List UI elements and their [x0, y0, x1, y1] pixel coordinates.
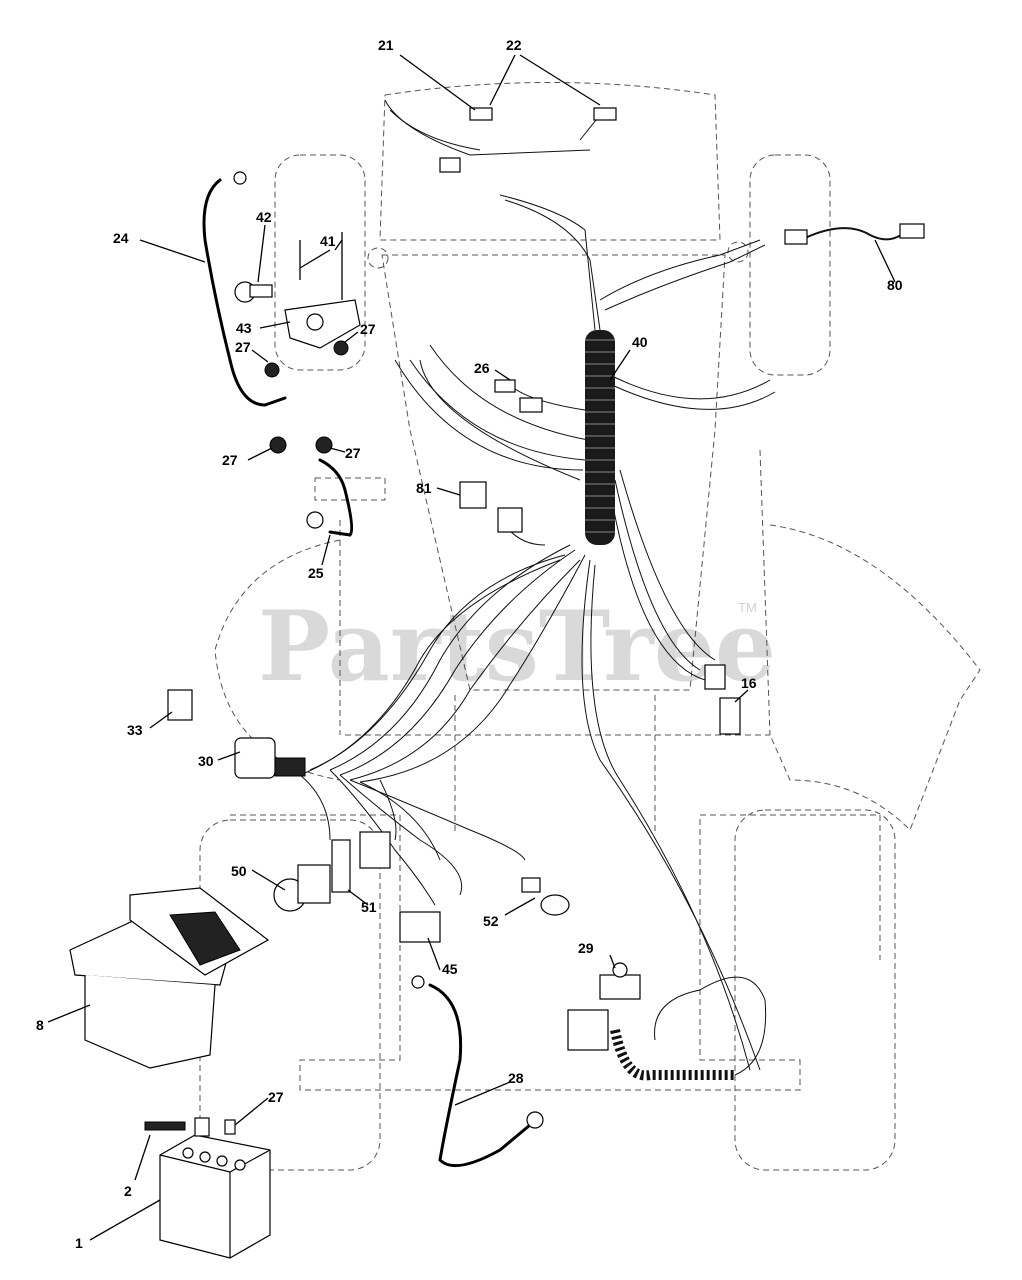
callout-80: 80: [887, 277, 903, 293]
callout-27a: 27: [360, 321, 376, 337]
callout-27c: 27: [222, 452, 238, 468]
coil-wire: [610, 976, 767, 1081]
callout-29: 29: [578, 940, 594, 956]
connector-block: [359, 831, 391, 869]
watermark-text: PartsTree: [258, 590, 776, 703]
nut-27-a: [264, 362, 280, 378]
callout-45: 45: [442, 961, 458, 977]
cable-25: [318, 458, 354, 537]
lamp-housing-51: [331, 839, 351, 893]
nut-27-c: [269, 436, 287, 454]
callout-51: 51: [361, 899, 377, 915]
nut-27-e: [224, 1119, 236, 1135]
leader-lines: [47, 54, 896, 1241]
battery-1: [159, 1134, 271, 1259]
solenoid-43: [284, 299, 361, 349]
relay-81: [459, 481, 523, 533]
callout-40: 40: [632, 334, 648, 350]
ignition-switch-30: [234, 737, 306, 779]
cable-80: [804, 227, 906, 241]
switch-33: [167, 689, 193, 721]
callout-27b: 27: [235, 339, 251, 355]
callout-30: 30: [198, 753, 214, 769]
wire-loom-coil: [585, 330, 615, 545]
callout-41: 41: [320, 233, 336, 249]
nut-27-d: [315, 436, 333, 454]
nut-27-b: [333, 340, 349, 356]
callout-42: 42: [256, 209, 272, 225]
lamp-50: [273, 864, 331, 912]
connector-80: [784, 223, 925, 245]
callout-26: 26: [474, 360, 490, 376]
connector-26: [494, 379, 543, 413]
battery-box-8: [69, 887, 270, 1069]
screw-41: [299, 232, 343, 300]
washer-42: [234, 281, 273, 303]
tractor-outline: [199, 82, 981, 1171]
bulb-52: [521, 877, 570, 916]
callout-43: 43: [236, 320, 252, 336]
watermark-trademark: TM: [738, 600, 757, 615]
callout-1: 1: [75, 1235, 83, 1251]
terminal-25: [306, 511, 324, 529]
callout-27d: 27: [345, 445, 361, 461]
switch-29: [567, 962, 641, 1051]
callout-33: 33: [127, 722, 143, 738]
switch-16: [704, 664, 741, 735]
callout-50: 50: [231, 863, 247, 879]
connector-22: [593, 107, 617, 121]
callout-21: 21: [378, 37, 394, 53]
connector-21: [439, 107, 493, 173]
callout-27e: 27: [268, 1089, 284, 1105]
fuse-holder-45: [399, 911, 441, 989]
callout-25: 25: [308, 565, 324, 581]
callout-28: 28: [508, 1070, 524, 1086]
callout-24: 24: [113, 230, 129, 246]
cable-24: [202, 178, 287, 407]
callout-16: 16: [741, 675, 757, 691]
callout-52: 52: [483, 913, 499, 929]
callout-2: 2: [124, 1183, 132, 1199]
callout-81: 81: [416, 480, 432, 496]
terminal-28: [526, 1111, 544, 1129]
callout-22: 22: [506, 37, 522, 53]
wire-bundle: [299, 99, 776, 1071]
bolt-2: [144, 1117, 210, 1137]
cable-28: [428, 983, 532, 1168]
callout-8: 8: [36, 1017, 44, 1033]
ring-terminal-24: [233, 171, 247, 185]
